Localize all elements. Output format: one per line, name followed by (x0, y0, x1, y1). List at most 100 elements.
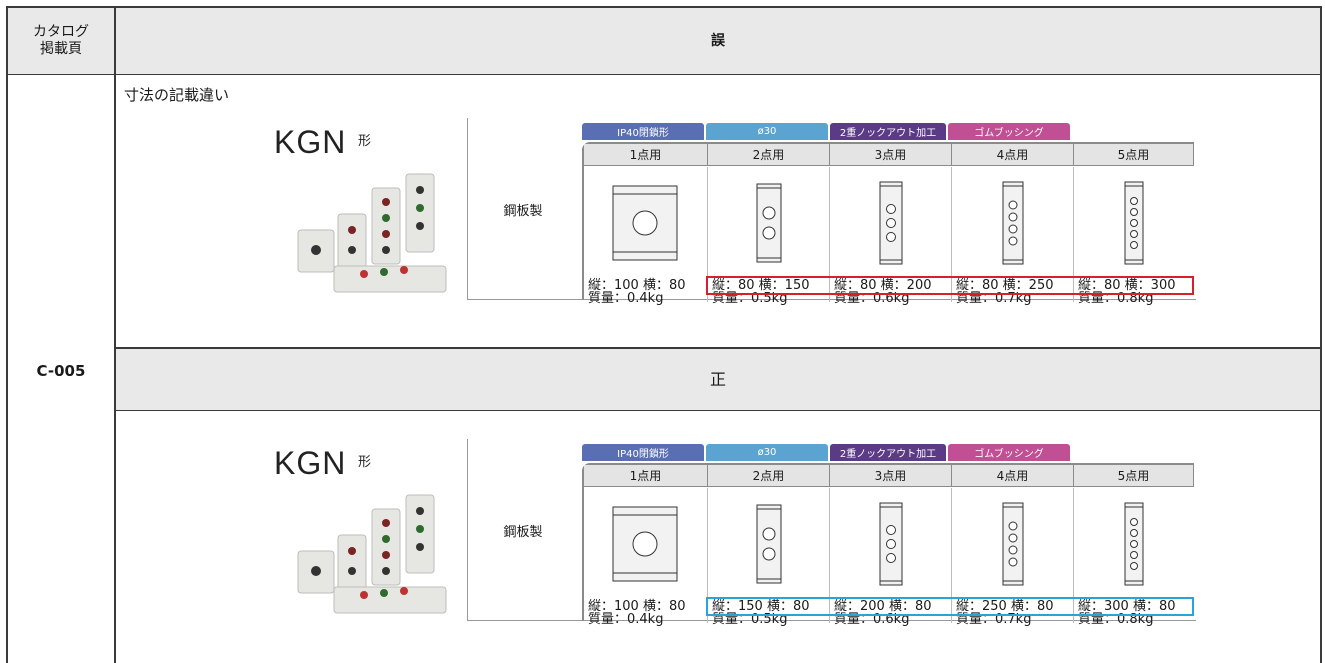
col-header-1pt: 1点用 (584, 465, 708, 487)
size-2pt: 縦：80 横：150 (712, 278, 810, 293)
product-name: KGN (274, 124, 347, 160)
dims-3pt: 縦：80 横：200 質量：0.6kg (834, 279, 932, 305)
plate-1-hole-icon (612, 506, 678, 582)
col-header-4pt: 4点用 (952, 144, 1074, 166)
product-name-suffix: 形 (358, 455, 372, 470)
size-3pt: 縦：200 横：80 (834, 599, 932, 614)
product-name: KGN (274, 445, 347, 481)
wrong-product-panel: KGN 形 (256, 118, 1196, 305)
product-name-suffix: 形 (358, 134, 372, 149)
plate-2-hole-icon (756, 504, 782, 584)
badge-diameter: ø30 (706, 444, 828, 461)
plate-1-hole-icon (612, 185, 678, 261)
badge-rubber-bushing: ゴムブッシング (948, 123, 1070, 140)
size-1pt: 縦：100 横：80 (588, 599, 686, 614)
grid-line (114, 410, 1322, 411)
dims-1pt: 縦：100 横：80 質量：0.4kg (588, 600, 686, 626)
weight-1pt: 質量：0.4kg (588, 612, 664, 627)
spec-col-1pt: 縦：100 横：80 質量：0.4kg (584, 488, 708, 626)
badge-diameter: ø30 (706, 123, 828, 140)
catalog-page-header: カタログ 掲載頁 (8, 8, 114, 74)
badge-ip40: IP40閉鎖形 (582, 123, 704, 140)
badge-double-knockout: 2重ノックアウト加工 (830, 444, 946, 461)
col-header-3pt: 3点用 (830, 465, 952, 487)
grid-line (114, 347, 1322, 349)
spec-col-5pt: 縦：300 横：80 質量：0.8kg (1074, 488, 1194, 626)
weight-3pt: 質量：0.6kg (834, 291, 910, 306)
spec-col-2pt: 縦：80 横：150 質量：0.5kg (708, 167, 830, 305)
size-1pt: 縦：100 横：80 (588, 278, 686, 293)
weight-3pt: 質量：0.6kg (834, 612, 910, 627)
weight-4pt: 質量：0.7kg (956, 291, 1032, 306)
weight-1pt: 質量：0.4kg (588, 291, 664, 306)
spec-col-4pt: 縦：250 横：80 質量：0.7kg (952, 488, 1074, 626)
dims-5pt: 縦：80 横：300 質量：0.8kg (1078, 279, 1176, 305)
push-button-box-photo (297, 173, 447, 293)
plate-5-hole-icon (1124, 181, 1144, 265)
weight-4pt: 質量：0.7kg (956, 612, 1032, 627)
panel-rule (468, 299, 1196, 300)
dims-5pt: 縦：300 横：80 質量：0.8kg (1078, 600, 1176, 626)
plate-2-hole-icon (756, 183, 782, 263)
correct-header: 正 (116, 349, 1320, 410)
size-2pt: 縦：150 横：80 (712, 599, 810, 614)
weight-5pt: 質量：0.8kg (1078, 291, 1154, 306)
correct-product-panel: KGN 形 (256, 439, 1196, 626)
wrong-highlight-box (706, 276, 1194, 295)
badge-ip40: IP40閉鎖形 (582, 444, 704, 461)
col-header-2pt: 2点用 (708, 144, 830, 166)
plate-4-hole-icon (1002, 502, 1024, 586)
spec-table: 1点用 2点用 3点用 4点用 5点用 縦：100 横：80 質量：0.4kg (582, 463, 1194, 626)
plate-5-hole-icon (1124, 502, 1144, 586)
dims-2pt: 縦：150 横：80 質量：0.5kg (712, 600, 810, 626)
grid-line (114, 6, 116, 663)
dims-1pt: 縦：100 横：80 質量：0.4kg (588, 279, 686, 305)
weight-2pt: 質量：0.5kg (712, 612, 788, 627)
dims-4pt: 縦：250 横：80 質量：0.7kg (956, 600, 1054, 626)
spec-col-4pt: 縦：80 横：250 質量：0.7kg (952, 167, 1074, 305)
col-header-5pt: 5点用 (1074, 465, 1194, 487)
col-header-4pt: 4点用 (952, 465, 1074, 487)
spec-col-2pt: 縦：150 横：80 質量：0.5kg (708, 488, 830, 626)
spec-table: 1点用 2点用 3点用 4点用 5点用 縦：100 横：80 質量：0.4kg (582, 142, 1194, 305)
product-illustration: KGN 形 (256, 439, 468, 621)
grid-line (6, 6, 1322, 8)
col-header-1pt: 1点用 (584, 144, 708, 166)
spec-col-3pt: 縦：200 横：80 質量：0.6kg (830, 488, 952, 626)
badge-rubber-bushing: ゴムブッシング (948, 444, 1070, 461)
catalog-page-header-line1: カタログ (33, 24, 89, 40)
grid-line (1320, 6, 1322, 663)
product-illustration: KGN 形 (256, 118, 468, 300)
weight-5pt: 質量：0.8kg (1078, 612, 1154, 627)
size-4pt: 縦：250 横：80 (956, 599, 1054, 614)
dims-3pt: 縦：200 横：80 質量：0.6kg (834, 600, 932, 626)
col-header-3pt: 3点用 (830, 144, 952, 166)
push-button-box-photo (297, 494, 447, 614)
size-3pt: 縦：80 横：200 (834, 278, 932, 293)
col-header-5pt: 5点用 (1074, 144, 1194, 166)
size-5pt: 縦：80 横：300 (1078, 278, 1176, 293)
badge-double-knockout: 2重ノックアウト加工 (830, 123, 946, 140)
size-4pt: 縦：80 横：250 (956, 278, 1054, 293)
spec-col-1pt: 縦：100 横：80 質量：0.4kg (584, 167, 708, 305)
correct-highlight-box (706, 597, 1194, 616)
dims-4pt: 縦：80 横：250 質量：0.7kg (956, 279, 1054, 305)
wrong-header: 誤 (116, 8, 1320, 74)
plate-4-hole-icon (1002, 181, 1024, 265)
material-label: 鋼板製 (503, 203, 543, 219)
spec-col-3pt: 縦：80 横：200 質量：0.6kg (830, 167, 952, 305)
wrong-note: 寸法の記載違い (124, 86, 230, 104)
plate-3-hole-icon (879, 502, 903, 586)
grid-line (6, 6, 8, 663)
catalog-page-header-line2: 掲載頁 (40, 41, 82, 57)
material-label: 鋼板製 (503, 524, 543, 540)
panel-rule (468, 620, 1196, 621)
col-header-2pt: 2点用 (708, 465, 830, 487)
errata-table: カタログ 掲載頁 誤 正 C-005 寸法の記載違い KGN 形 (6, 6, 1322, 663)
dims-2pt: 縦：80 横：150 質量：0.5kg (712, 279, 810, 305)
spec-col-5pt: 縦：80 横：300 質量：0.8kg (1074, 167, 1194, 305)
weight-2pt: 質量：0.5kg (712, 291, 788, 306)
size-5pt: 縦：300 横：80 (1078, 599, 1176, 614)
page-code: C-005 (36, 361, 86, 380)
plate-3-hole-icon (879, 181, 903, 265)
